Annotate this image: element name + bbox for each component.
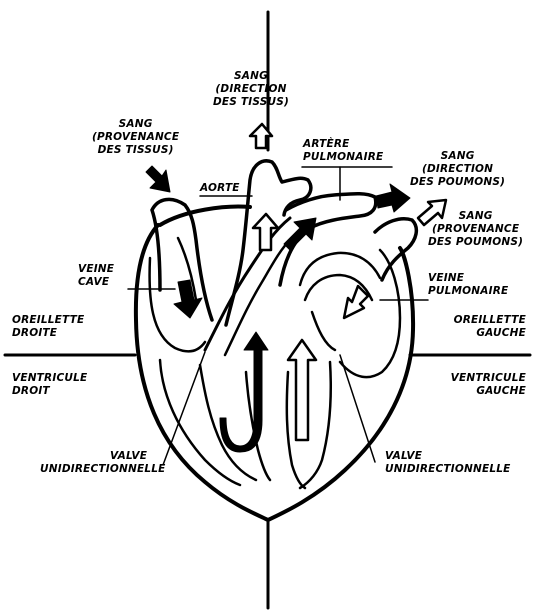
arrow-right-atrium — [174, 280, 202, 318]
pulmonary-vein-tube — [375, 219, 416, 280]
arrow-blood-in-tissues — [146, 166, 170, 192]
leader-valve-left — [163, 352, 205, 465]
label-sang-direction-poumons: SANG (DIRECTION DES POUMONS) — [410, 150, 505, 189]
label-oreillette-droite: OREILLETTE DROITE — [12, 314, 84, 340]
arrow-pulmonary-artery — [284, 218, 316, 250]
heart-outline — [136, 207, 413, 520]
arrow-left-atrium — [344, 286, 368, 318]
label-ventricule-gauche: VENTRICULE GAUCHE — [440, 372, 526, 398]
label-artere-pulmonaire: ARTÈRE PULMONAIRE — [303, 138, 383, 164]
label-valve-unidirectionnelle-right: VALVE UNIDIRECTIONNELLE — [385, 450, 511, 476]
right-ventricle-wall — [160, 360, 256, 485]
label-sang-provenance-poumons: SANG (PROVENANCE DES POUMONS) — [428, 210, 523, 249]
label-sang-direction-tissus: SANG (DIRECTION DES TISSUS) — [213, 70, 289, 109]
label-valve-unidirectionnelle-left: VALVE UNIDIRECTIONNELLE — [40, 450, 166, 476]
label-veine-pulmonaire: VEINE PULMONAIRE — [428, 272, 508, 298]
label-sang-provenance-tissus: SANG (PROVENANCE DES TISSUS) — [92, 118, 179, 157]
left-atrium-inner — [312, 312, 335, 350]
left-atrium-wall — [300, 253, 380, 300]
label-aorte: AORTE — [200, 182, 240, 195]
arrow-left-ventricle — [288, 340, 316, 440]
label-veine-cave: VEINE CAVE — [78, 263, 114, 289]
label-ventricule-droit: VENTRICULE DROIT — [12, 372, 87, 398]
septum — [205, 218, 290, 350]
arrow-to-lungs — [376, 184, 410, 212]
leader-valve-right — [340, 355, 375, 462]
label-oreillette-gauche: OREILLETTE GAUCHE — [440, 314, 526, 340]
